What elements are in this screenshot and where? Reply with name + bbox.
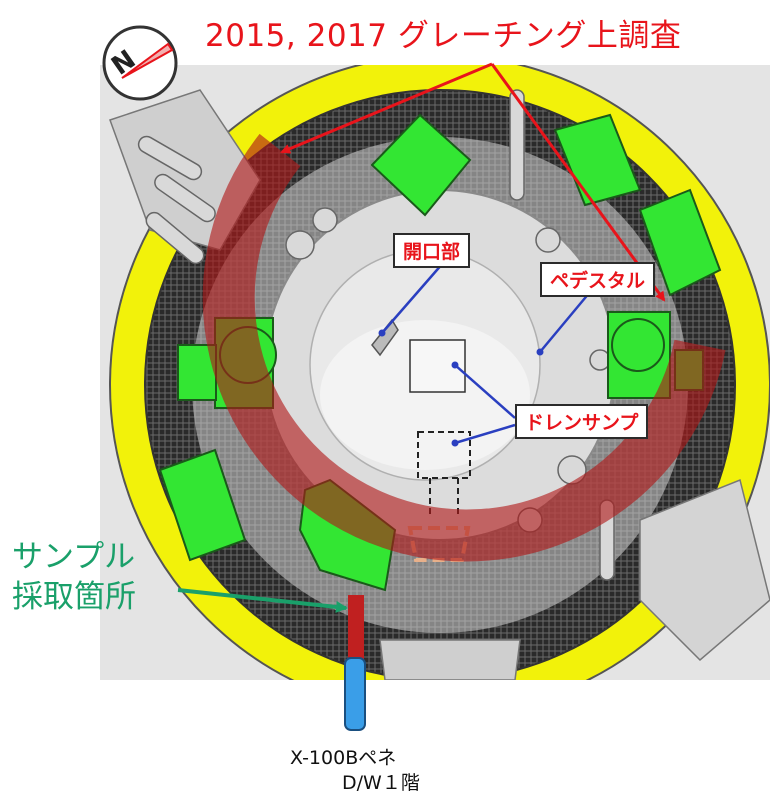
label-pedestal: ペデスタル bbox=[540, 262, 656, 297]
label-sample-line1: サンプル bbox=[12, 539, 136, 575]
x100b-pipe bbox=[344, 657, 366, 731]
survey-band bbox=[202, 133, 726, 562]
leader-drain-sump-1 bbox=[451, 361, 516, 419]
walkway-structure-3 bbox=[379, 639, 521, 680]
pump-right bbox=[611, 318, 665, 372]
leader-drain-sump-2 bbox=[451, 423, 516, 447]
leader-pedestal bbox=[536, 291, 591, 356]
label-drain-sump: ドレンサンプ bbox=[515, 404, 649, 439]
compass-arrow-icon bbox=[121, 42, 174, 79]
sample-arrow bbox=[177, 588, 348, 613]
walkway-structure-2 bbox=[639, 478, 770, 662]
leader-lines bbox=[378, 254, 591, 447]
compass-ring bbox=[102, 25, 178, 101]
drain-sump-dashed bbox=[417, 431, 471, 479]
compass: N bbox=[102, 25, 178, 101]
label-penetration: X-100Bペネ bbox=[290, 747, 397, 769]
label-sample-line2: 採取箇所 bbox=[12, 579, 136, 615]
title-arrow-right bbox=[490, 63, 666, 302]
label-sample-location: サンプル 採取箇所 bbox=[12, 537, 136, 617]
title-arrows bbox=[280, 62, 666, 302]
sample-point bbox=[348, 595, 364, 663]
page-title: 2015, 2017 グレーチング上調査 bbox=[205, 18, 682, 54]
label-opening: 開口部 bbox=[393, 233, 471, 268]
label-floor: D/W１階 bbox=[342, 772, 420, 794]
title-arrow-left bbox=[280, 62, 493, 154]
leader-opening bbox=[378, 254, 451, 337]
pedestal-floor bbox=[320, 320, 530, 470]
